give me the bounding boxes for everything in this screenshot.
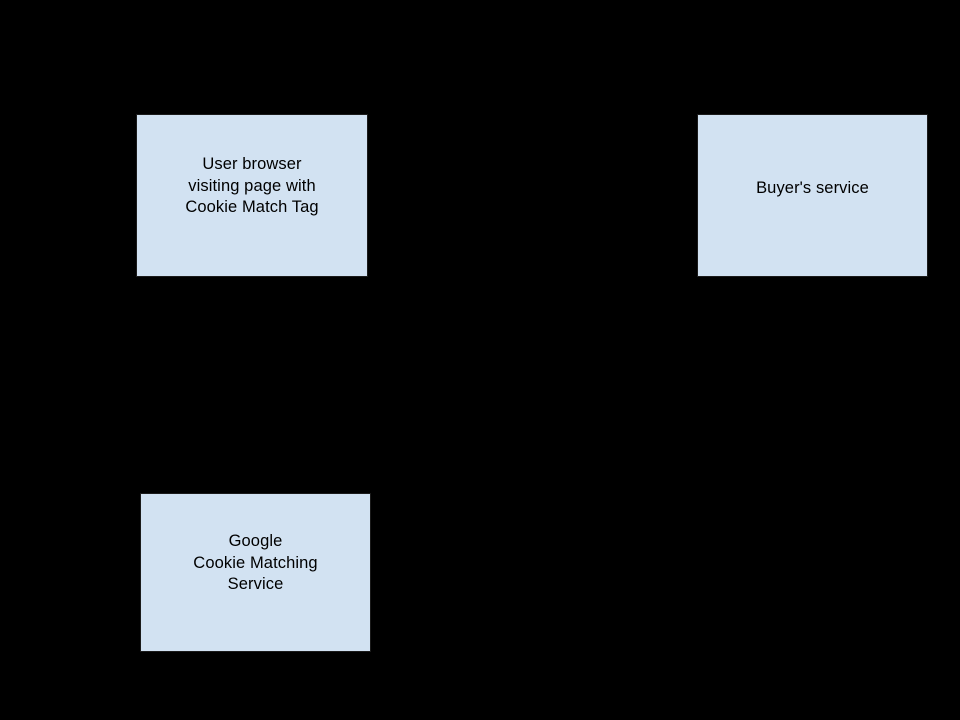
node-buyers-service[interactable]: Buyer's service [697,114,928,277]
node-user-browser-label: User browser visiting page with Cookie M… [185,155,319,217]
node-google-cookie-matching-service-label: Google Cookie Matching Service [193,532,318,594]
node-google-cookie-matching-service[interactable]: Google Cookie Matching Service [140,493,371,652]
node-user-browser[interactable]: User browser visiting page with Cookie M… [136,114,368,277]
node-buyers-service-label: Buyer's service [756,178,869,197]
